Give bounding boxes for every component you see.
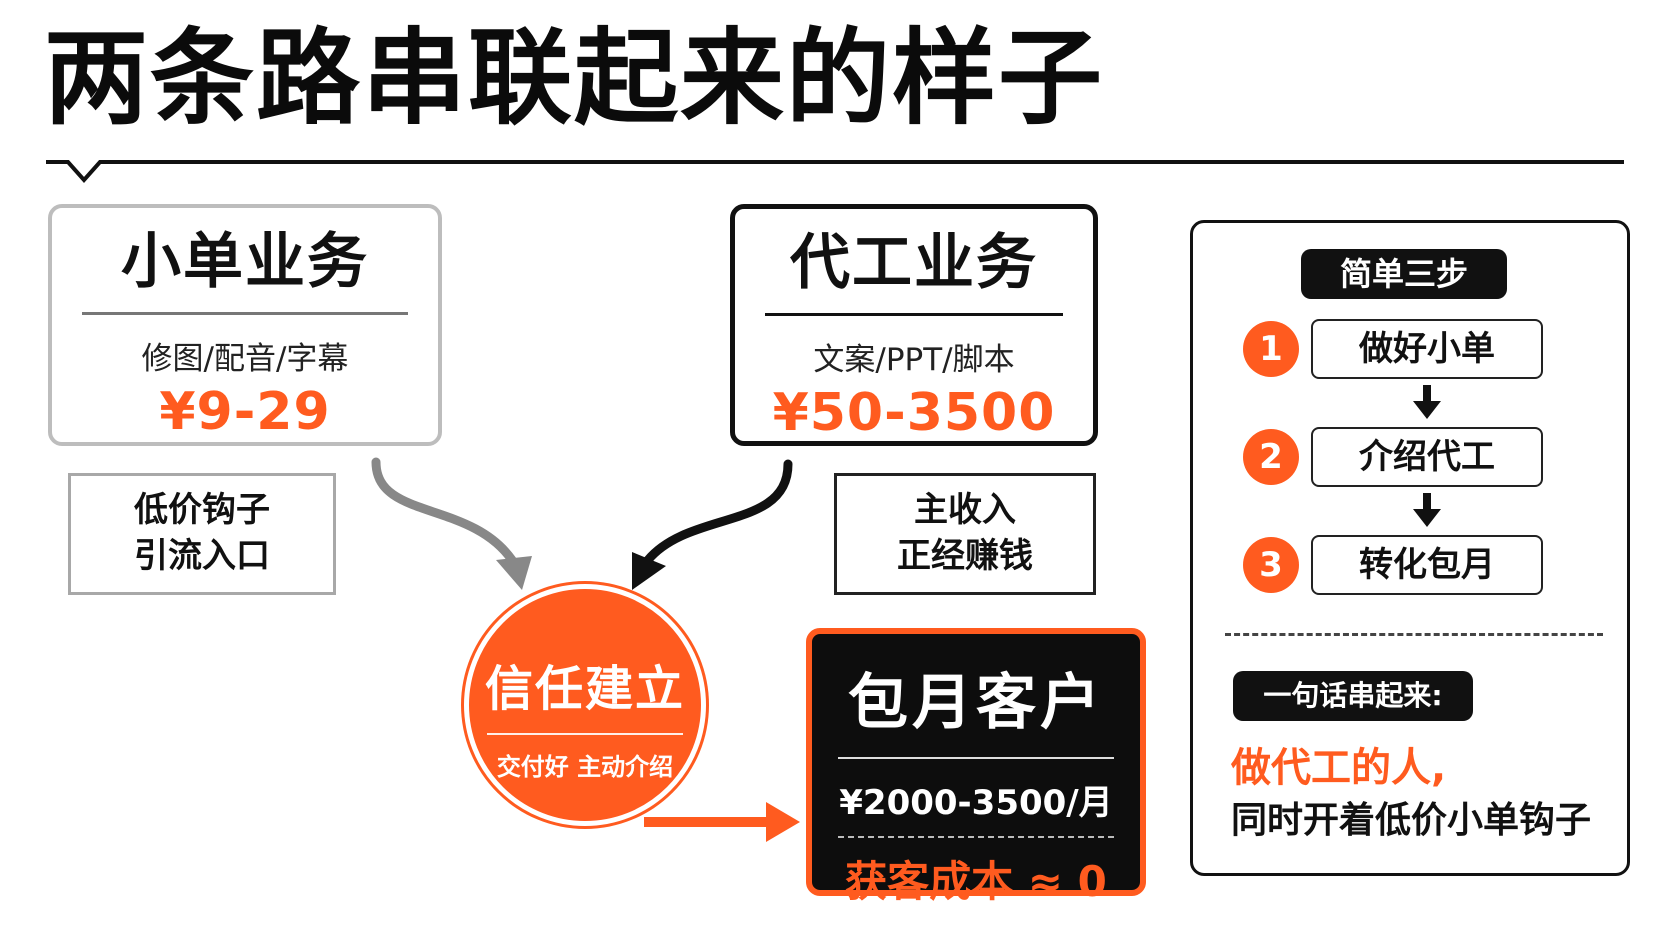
oem-business-card: 代工业务 文案/PPT/脚本 ¥50-3500 [730, 204, 1098, 446]
oem-business-price: ¥50-3500 [772, 383, 1056, 443]
small-business-note: 低价钩子 引流入口 [68, 473, 336, 595]
step-1-box: 做好小单 [1311, 319, 1543, 379]
summary-label: 一句话串起来: [1233, 671, 1473, 721]
oem-business-title: 代工业务 [790, 228, 1038, 298]
note-line: 正经赚钱 [897, 536, 1033, 576]
trust-circle: 信任建立 交付好 主动介绍 [464, 584, 706, 826]
summary-line-2: 同时开着低价小单钩子 [1231, 800, 1592, 841]
step-2-box: 介绍代工 [1311, 427, 1543, 487]
divider [765, 313, 1063, 316]
arrowhead-small-to-trust [496, 556, 532, 590]
page-title: 两条路串联起来的样子 [44, 16, 1105, 139]
oem-business-note: 主收入 正经赚钱 [834, 473, 1096, 595]
monthly-title: 包月客户 [848, 668, 1104, 738]
title-underline [46, 160, 1624, 184]
steps-header: 简单三步 [1301, 249, 1507, 299]
acquisition-cost: 获客成本 ≈ 0 [845, 857, 1107, 906]
summary-line-1: 做代工的人, [1231, 745, 1447, 791]
step-3-box: 转化包月 [1311, 535, 1543, 595]
small-business-price: ¥9-29 [159, 382, 331, 442]
trust-subtitle: 交付好 主动介绍 [496, 753, 674, 781]
oem-business-items: 文案/PPT/脚本 [813, 342, 1015, 378]
dashed-divider [838, 836, 1114, 838]
arrow-small-to-trust [371, 457, 517, 565]
arrowhead-oem-to-trust [632, 552, 666, 590]
monthly-price: ¥2000-3500/月 [839, 783, 1113, 823]
step-number-2: 2 [1243, 429, 1299, 485]
arrow-down-icon [1413, 385, 1441, 419]
monthly-customer-box: 包月客户 ¥2000-3500/月 获客成本 ≈ 0 [806, 628, 1146, 906]
divider [487, 733, 683, 735]
small-business-title: 小单业务 [121, 227, 369, 297]
small-business-card: 小单业务 修图/配音/字幕 ¥9-29 [48, 204, 442, 446]
arrowhead-trust-to-monthly [766, 802, 800, 842]
note-line: 低价钩子 [134, 490, 270, 531]
small-business-items: 修图/配音/字幕 [141, 341, 349, 377]
arrow-oem-to-trust [643, 459, 793, 565]
trust-title: 信任建立 [484, 661, 685, 717]
divider [82, 312, 408, 315]
divider [838, 757, 1114, 759]
steps-panel: 简单三步 1 做好小单 2 介绍代工 3 转化包月 一句话串起来: 做代工的人,… [1190, 220, 1630, 876]
dashed-divider [1225, 633, 1603, 636]
step-number-1: 1 [1243, 321, 1299, 377]
step-number-3: 3 [1243, 537, 1299, 593]
note-line: 引流入口 [134, 536, 270, 576]
note-line: 主收入 [914, 490, 1016, 531]
arrow-down-icon [1413, 493, 1441, 527]
